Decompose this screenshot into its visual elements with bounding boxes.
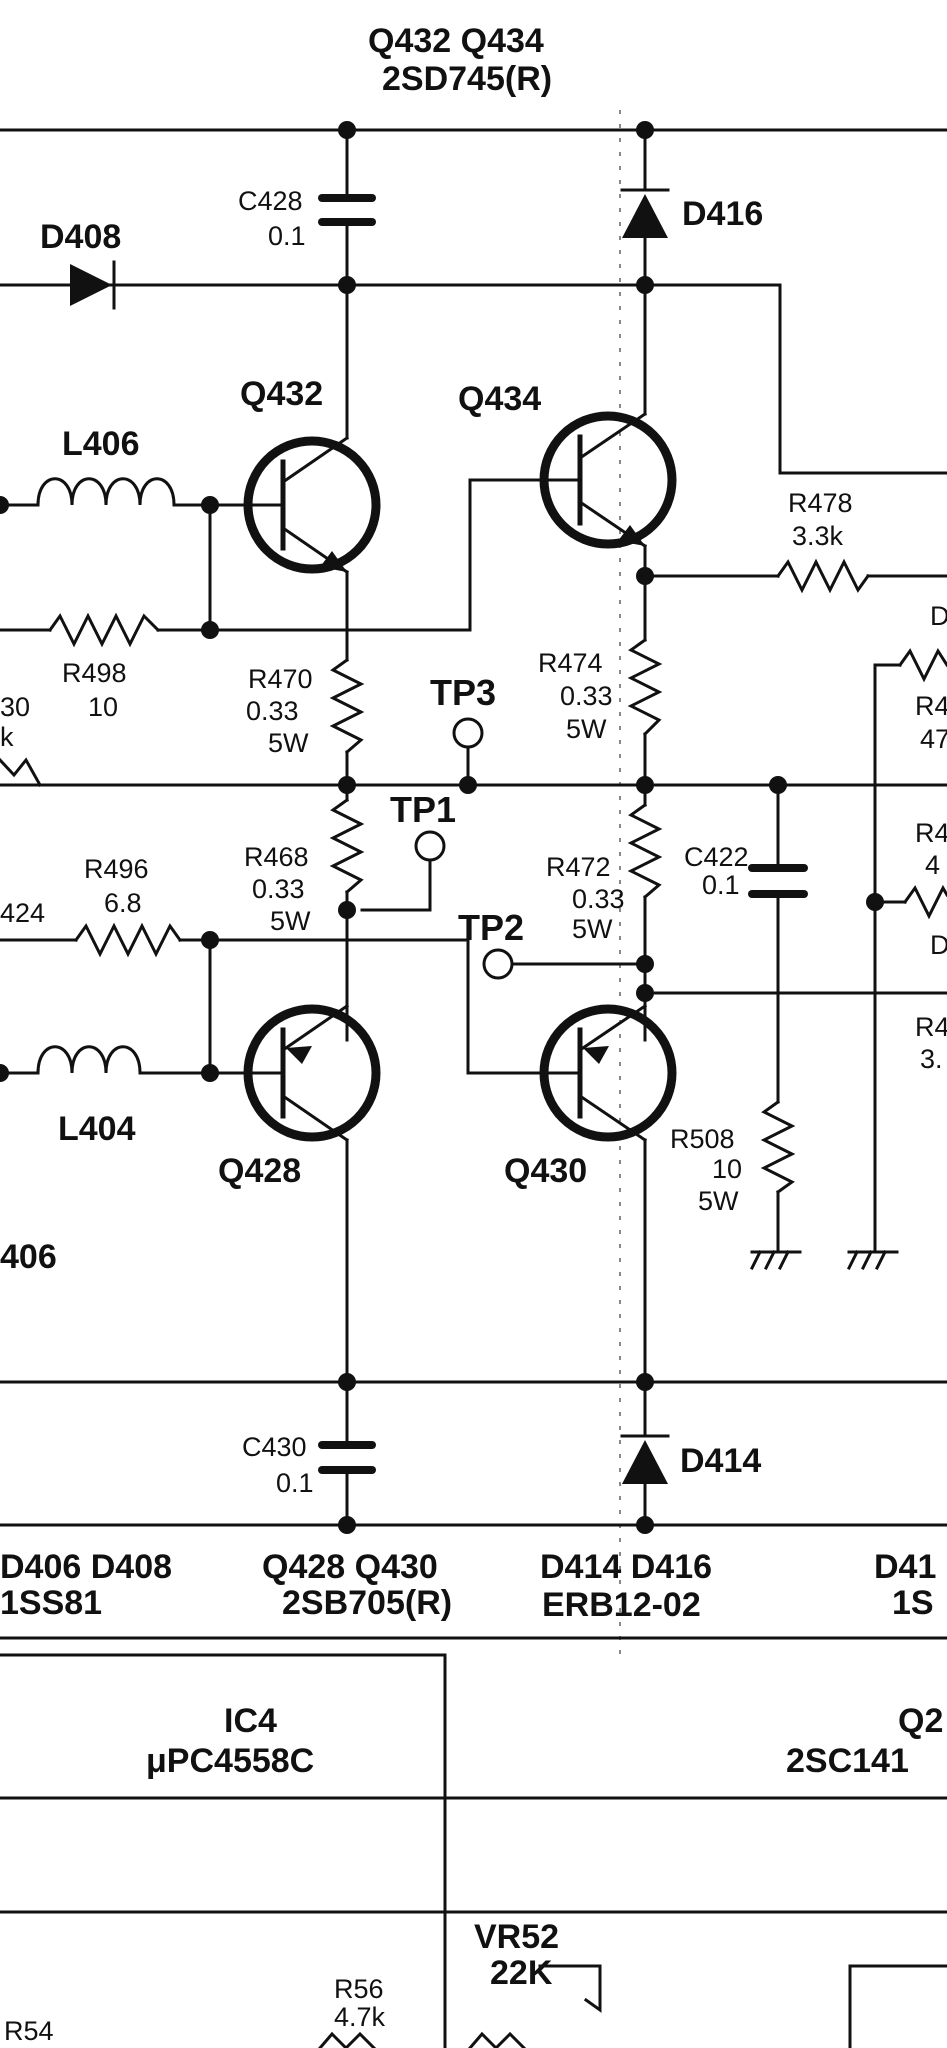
vr52-value: 22K — [490, 1954, 553, 1992]
r474-name: R474 — [538, 648, 603, 678]
r472-power: 5W — [572, 914, 613, 944]
resistor-r474: R474 0.33 5W — [538, 544, 663, 787]
q434-name: Q434 — [458, 380, 541, 418]
resistor-r496: R496 6.8 — [0, 854, 470, 1075]
top-transistor-part-label: 2SD745(R) — [382, 60, 552, 98]
lower-rails — [0, 1138, 947, 1527]
partial-label-right-47: 47 — [920, 724, 947, 754]
resistor-r470: R470 0.33 5W — [246, 570, 365, 787]
r56-value: 4.7k — [334, 2002, 386, 2032]
parts-col2-names: Q428 Q430 — [262, 1548, 438, 1586]
ground-symbol-right — [846, 647, 947, 1271]
r470-value: 0.33 — [246, 696, 299, 726]
partial-label-right-r4b: R4 — [915, 818, 947, 848]
test-point-tp3: TP3 — [430, 672, 496, 787]
parts-col3-names: D414 D416 — [540, 1548, 712, 1586]
resistor-r472: R472 0.33 5W — [546, 783, 663, 1042]
junction-dots — [0, 121, 884, 1534]
partial-label-right-r4a: R4 — [915, 691, 947, 721]
d416-name: D416 — [682, 195, 763, 233]
inductor-l406: L406 — [0, 425, 212, 507]
parts-col2-part: 2SB705(R) — [282, 1584, 452, 1622]
r468-power: 5W — [270, 906, 311, 936]
c430-value: 0.1 — [276, 1468, 314, 1498]
ic4-name: IC4 — [224, 1702, 277, 1740]
capacitor-c422: C422 0.1 — [684, 783, 808, 1102]
partial-label-right-d2: D — [930, 930, 947, 960]
c422-value: 0.1 — [702, 870, 740, 900]
partial-label-right-r4c: R4 — [915, 1012, 947, 1042]
capacitor-c430: C430 0.1 — [242, 1380, 376, 1527]
q430-name: Q430 — [504, 1152, 587, 1190]
q2-name: Q2 — [898, 1702, 943, 1740]
top-transistor-pair-label: Q432 Q434 — [368, 22, 544, 60]
inductor-l404: L404 — [0, 938, 212, 1148]
l404-name: L404 — [58, 1110, 136, 1148]
partial-label-right-d1: D — [930, 601, 947, 631]
r508-power: 5W — [698, 1186, 739, 1216]
r496-value: 6.8 — [104, 888, 142, 918]
tp1-name: TP1 — [390, 789, 456, 830]
transistor-q434: Q434 — [458, 283, 677, 632]
resistor-r498: R498 10 — [0, 503, 472, 722]
c428-name: C428 — [238, 186, 303, 216]
r474-power: 5W — [566, 714, 607, 744]
partial-label-right-3: 3. — [920, 1044, 943, 1074]
c428-value: 0.1 — [268, 221, 306, 251]
r470-name: R470 — [248, 664, 313, 694]
test-point-tp1: TP1 — [360, 789, 456, 912]
r508-name: R508 — [670, 1124, 735, 1154]
ground-symbol-r508 — [749, 1249, 802, 1271]
c422-name: C422 — [684, 842, 749, 872]
r472-value: 0.33 — [572, 884, 625, 914]
q428-name: Q428 — [218, 1152, 301, 1190]
vr52-name: VR52 — [474, 1918, 559, 1956]
l406-name: L406 — [62, 425, 140, 463]
r478-name: R478 — [788, 488, 853, 518]
resistor-r508: R508 10 5W — [670, 1093, 796, 1254]
partial-label-424: 424 — [0, 898, 45, 928]
r498-name: R498 — [62, 658, 127, 688]
diode-d414: D414 — [620, 1380, 761, 1527]
partial-label-406: 406 — [0, 1238, 57, 1276]
r474-value: 0.33 — [560, 681, 613, 711]
partial-label-30: 30 — [0, 692, 30, 722]
second-rail — [0, 283, 947, 475]
r56-name: R56 — [334, 1974, 384, 2004]
r468-name: R468 — [244, 842, 309, 872]
parts-table: D406 D408 1SS81 Q428 Q430 2SB705(R) D414… — [0, 1548, 947, 1640]
tp3-name: TP3 — [430, 672, 496, 713]
r468-value: 0.33 — [252, 874, 305, 904]
parts-col1-part: 1SS81 — [0, 1584, 102, 1622]
q2-part: 2SC141 — [786, 1742, 909, 1780]
c430-name: C430 — [242, 1432, 307, 1462]
d414-name: D414 — [680, 1442, 761, 1480]
r478-value: 3.3k — [792, 521, 844, 551]
r498-value: 10 — [88, 692, 118, 722]
parts-col4-part: 1S — [892, 1584, 934, 1622]
parts-col3-part: ERB12-02 — [542, 1586, 701, 1624]
diode-d408: D408 — [40, 218, 121, 310]
capacitor-c428: C428 0.1 — [238, 128, 376, 287]
parts-col1-names: D406 D408 — [0, 1548, 172, 1586]
r508-value: 10 — [712, 1154, 742, 1184]
partial-label-right-4: 4 — [925, 850, 940, 880]
r496-name: R496 — [84, 854, 149, 884]
resistor-r478: R478 3.3k — [643, 488, 947, 594]
transistor-q428: Q428 — [208, 1003, 381, 1190]
transistor-q432: Q432 — [208, 283, 381, 575]
r54-name: R54 — [4, 2016, 54, 2046]
parts-col4-names: D41 — [874, 1548, 936, 1586]
partial-label-k: k — [0, 722, 14, 752]
r472-name: R472 — [546, 852, 611, 882]
lower-table: IC4 μPC4558C Q2 2SC141 VR52 22K R56 4.7k… — [0, 1653, 947, 2048]
ic4-part: μPC4558C — [146, 1742, 314, 1780]
q432-name: Q432 — [240, 375, 323, 413]
transistor-q430: Q430 — [466, 1003, 677, 1190]
diode-d416: D416 — [620, 128, 763, 287]
test-point-tp2: TP2 — [458, 907, 647, 980]
r470-power: 5W — [268, 728, 309, 758]
d408-name: D408 — [40, 218, 121, 256]
